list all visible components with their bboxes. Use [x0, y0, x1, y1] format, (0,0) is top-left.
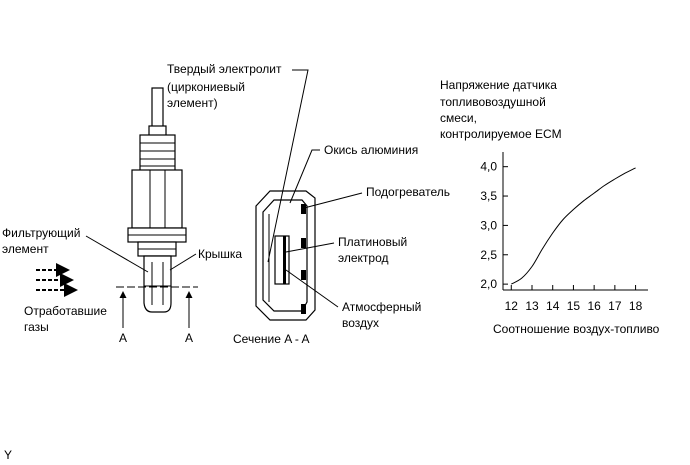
solid-electrolyte-leader-line	[267, 69, 309, 263]
atmospheric-air-leader-line	[285, 269, 339, 308]
y-axis-ticks: 2,0 2,5 3,0 3,5 4,0	[480, 160, 508, 291]
section-caption: Сечение A - A	[233, 332, 310, 346]
x-tick-label: 14	[546, 299, 560, 313]
chart-title-line-4: контролируемое ECM	[440, 127, 562, 141]
y-tick-label: 3,0	[480, 218, 497, 232]
x-tick-label: 18	[629, 299, 643, 313]
x-tick-label: 12	[505, 299, 519, 313]
filter-element-label: Фильтрующий	[2, 226, 80, 240]
cross-section-a-a	[255, 190, 316, 321]
x-tick-label: 15	[567, 299, 581, 313]
series-line	[511, 167, 636, 285]
solid-electrolyte-label: Твердый электролит	[167, 62, 282, 76]
y-tick-label: 3,5	[480, 189, 497, 203]
x-axis-ticks: 12 13 14 15 16 17 18	[505, 285, 643, 313]
exhaust-gas-label-line2: газы	[24, 320, 49, 334]
y-tick-label: 2,0	[480, 277, 497, 291]
atmospheric-air-label: Атмосферный	[342, 300, 421, 314]
filter-leader-line	[85, 235, 149, 273]
section-a-right-label: A	[185, 331, 193, 345]
solid-electrolyte-label-line2: (циркониевый	[167, 80, 245, 94]
cover-leader-line	[169, 253, 197, 271]
y-tick-label: 2,5	[480, 248, 497, 262]
filter-element-label-line2: элемент	[2, 242, 49, 256]
oxygen-sensor-illustration	[116, 87, 198, 313]
section-a-left-label: A	[119, 331, 127, 345]
x-tick-label: 16	[587, 299, 601, 313]
alumina-leader-line	[289, 149, 320, 204]
alumina-label: Окись алюминия	[324, 143, 418, 157]
platinum-leader-line	[285, 242, 335, 253]
footer-code: Y	[4, 448, 12, 462]
platinum-electrode-label-line2: электрод	[338, 251, 389, 265]
cover-label: Крышка	[198, 247, 242, 261]
chart-title-line-2: топливовоздушной	[440, 95, 546, 109]
x-tick-label: 17	[608, 299, 622, 313]
x-tick-label: 13	[525, 299, 539, 313]
chart-title-line-1: Напряжение датчика	[440, 78, 557, 92]
heater-label: Подогреватель	[366, 185, 450, 199]
platinum-electrode-label: Платиновый	[338, 235, 407, 249]
exhaust-gas-arrows	[36, 263, 78, 297]
atmospheric-air-label-line2: воздух	[342, 316, 379, 330]
exhaust-gas-label: Отработавшие	[24, 304, 107, 318]
y-tick-label: 4,0	[480, 160, 497, 174]
solid-electrolyte-label-line3: элемент)	[167, 96, 218, 110]
voltage-vs-afr-chart: Напряжение датчика топливовоздушной смес…	[440, 78, 660, 336]
x-axis-label: Соотношение воздух-топливо	[493, 322, 660, 336]
chart-title-line-3: смеси,	[440, 111, 477, 125]
section-a-markers: A A	[119, 291, 193, 345]
heater-leader-line	[303, 192, 363, 209]
